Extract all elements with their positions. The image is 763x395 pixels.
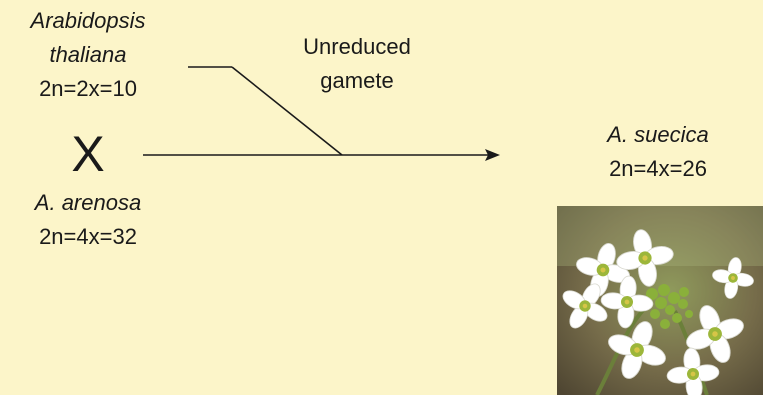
parent1-genus: Arabidopsis xyxy=(30,8,146,33)
arrowhead-icon xyxy=(485,149,500,161)
hybrid-arabidopsis-suecica: A. suecica 2n=4x=26 xyxy=(560,118,756,186)
parent1-ploidy: 2n=2x=10 xyxy=(39,76,137,101)
unreduced-gamete-label: Unreduced gamete xyxy=(262,30,452,98)
cross-symbol: X xyxy=(71,126,105,182)
gamete-line-diagonal xyxy=(231,66,343,156)
parent-arabidopsis-thaliana: Arabidopsis thaliana 2n=2x=10 xyxy=(0,4,176,106)
hybrid-ploidy: 2n=4x=26 xyxy=(609,156,707,181)
parent-arabidopsis-arenosa: A. arenosa 2n=4x=32 xyxy=(0,186,176,254)
parent1-species: thaliana xyxy=(49,42,127,67)
hybrid-name: A. suecica xyxy=(607,122,709,147)
parent2-ploidy: 2n=4x=32 xyxy=(39,224,137,249)
parent2-name: A. arenosa xyxy=(34,190,142,215)
flower-photo xyxy=(557,206,763,395)
gamete-label-line2: gamete xyxy=(320,68,394,93)
gamete-label-line1: Unreduced xyxy=(303,34,411,59)
